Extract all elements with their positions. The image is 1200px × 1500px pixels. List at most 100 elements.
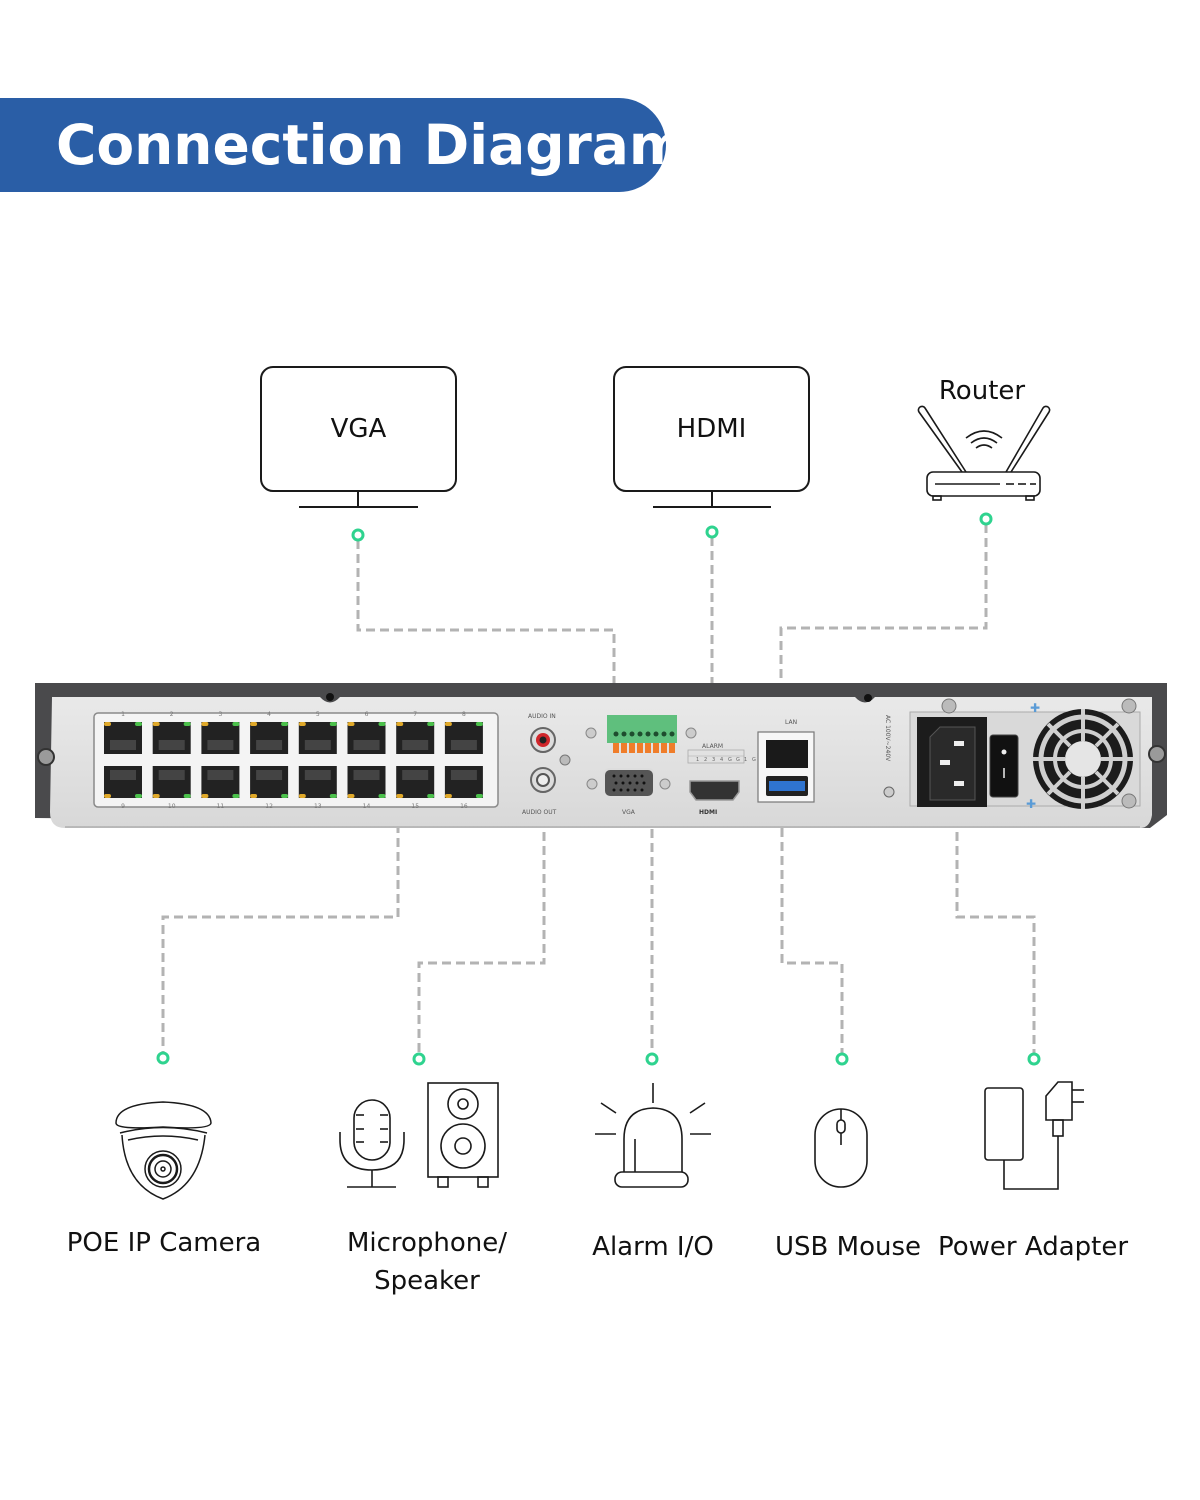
- poe-port[interactable]: 1: [104, 711, 142, 754]
- poe-port[interactable]: 7: [396, 711, 435, 754]
- alarm-pin-hole: [621, 731, 627, 737]
- poe-port-number: 3: [218, 711, 222, 718]
- hdmi-port[interactable]: [689, 780, 740, 801]
- vga-monitor-icon: [260, 366, 457, 508]
- dot-router: [979, 512, 993, 526]
- alarm-pin-hole: [629, 731, 635, 737]
- alarm-terminal-block[interactable]: [607, 715, 677, 743]
- power-adapter-icon: [984, 1081, 1084, 1190]
- poe-port[interactable]: 11: [201, 766, 240, 810]
- dot-audio: [412, 1052, 426, 1066]
- power-switch[interactable]: [989, 734, 1019, 798]
- poe-port[interactable]: 2: [152, 711, 191, 754]
- alarm-pin-label: 1: [744, 757, 747, 763]
- router-label: Router: [938, 376, 1026, 406]
- poe-port-number: 1: [121, 711, 125, 718]
- alarm-label: ALARM: [702, 743, 723, 750]
- alarm-pin-hole: [661, 731, 667, 737]
- poe-port[interactable]: 14: [347, 766, 386, 810]
- dot-power: [1027, 1052, 1041, 1066]
- alarm-pin-lever[interactable]: [621, 743, 627, 753]
- hdmi-monitor-label: HDMI: [676, 414, 747, 444]
- poe-port-number: 6: [365, 711, 369, 718]
- microphone-speaker-icon: [339, 1082, 499, 1188]
- poe-port-number: 12: [265, 803, 273, 810]
- alarm-pin-label: 3: [712, 757, 715, 763]
- dot-hdmi: [705, 525, 719, 539]
- poe-port[interactable]: 3: [201, 711, 240, 754]
- title-banner: [0, 98, 666, 192]
- vga-port-label: VGA: [622, 809, 636, 816]
- poe-port[interactable]: 12: [250, 766, 289, 810]
- poe-port[interactable]: 8: [444, 711, 483, 754]
- poe-port[interactable]: 10: [152, 766, 191, 810]
- router-icon: [917, 405, 1051, 501]
- poe-port[interactable]: 4: [250, 711, 289, 754]
- power-adapter-label: Power Adapter: [937, 1232, 1129, 1262]
- audio-out-label: AUDIO OUT: [522, 809, 557, 816]
- poe-port-number: 10: [168, 803, 176, 810]
- lan-label: LAN: [785, 719, 797, 726]
- vga-monitor-label: VGA: [330, 414, 387, 444]
- fan-grille: ✚ ✚: [941, 698, 1137, 811]
- dot-vga: [351, 528, 365, 542]
- dot-alarm: [645, 1052, 659, 1066]
- poe-port-number: 14: [363, 803, 371, 810]
- poe-port-number: 8: [462, 711, 466, 718]
- svg-text:✚: ✚: [1026, 797, 1036, 811]
- alarm-pin-label: 2: [704, 757, 707, 763]
- poe-port-number: 7: [413, 711, 417, 718]
- alarm-pin-hole: [653, 731, 659, 737]
- hdmi-port-label: HDMI: [699, 809, 717, 816]
- page-title: Connection Diagram: [56, 113, 687, 177]
- dot-camera: [156, 1051, 170, 1065]
- svg-text:✚: ✚: [1030, 701, 1040, 715]
- poe-port-number: 9: [121, 803, 125, 810]
- alarm-pin-hole: [669, 731, 675, 737]
- alarm-pin-hole: [645, 731, 651, 737]
- alarm-pin-lever[interactable]: [629, 743, 635, 753]
- screw-left: [37, 748, 55, 766]
- poe-port-number: 2: [170, 711, 174, 718]
- alarm-pin-hole: [613, 731, 619, 737]
- alarm-pin-lever[interactable]: [653, 743, 659, 753]
- poe-port[interactable]: 5: [298, 711, 337, 754]
- poe-camera-label: POE IP Camera: [66, 1228, 262, 1258]
- connector-usb: [780, 800, 844, 1053]
- alarm-pin-lever[interactable]: [645, 743, 651, 753]
- mouse-icon: [814, 1108, 868, 1188]
- poe-port[interactable]: 6: [347, 711, 386, 754]
- lan-port[interactable]: [766, 740, 808, 768]
- alarm-pin-lever[interactable]: [613, 743, 619, 753]
- poe-port-number: 4: [267, 711, 271, 718]
- alarm-pin-lever[interactable]: [637, 743, 643, 753]
- poe-port[interactable]: 15: [396, 766, 435, 810]
- poe-port-number: 16: [460, 803, 468, 810]
- hdmi-monitor-icon: [613, 366, 810, 508]
- poe-port[interactable]: 9: [104, 766, 142, 810]
- alarm-io-label: Alarm I/O: [592, 1232, 714, 1262]
- alarm-pin-lever[interactable]: [669, 743, 675, 753]
- poe-port[interactable]: 16: [444, 766, 483, 810]
- dome-camera-icon: [115, 1101, 212, 1200]
- alarm-pin-label: 1: [696, 757, 699, 763]
- poe-port-number: 5: [316, 711, 320, 718]
- poe-port-number: 11: [217, 803, 225, 810]
- alarm-pin-label: G: [752, 757, 756, 763]
- audio-in-label: AUDIO IN: [528, 713, 556, 720]
- alarm-pin-label: G: [728, 757, 732, 763]
- usb-mouse-label: USB Mouse: [775, 1232, 921, 1262]
- dot-usb: [835, 1052, 849, 1066]
- alarm-pin-label: G: [736, 757, 740, 763]
- alarm-pin-label: 4: [720, 757, 723, 763]
- connector-audio: [417, 790, 546, 1053]
- alarm-pin-lever[interactable]: [661, 743, 667, 753]
- power-rating-label: AC 100V~240V: [884, 715, 891, 762]
- microphone-speaker-label-line2: Speaker: [374, 1266, 480, 1296]
- poe-port[interactable]: 13: [298, 766, 337, 810]
- screw-right: [1148, 745, 1166, 763]
- poe-port-number: 15: [411, 803, 419, 810]
